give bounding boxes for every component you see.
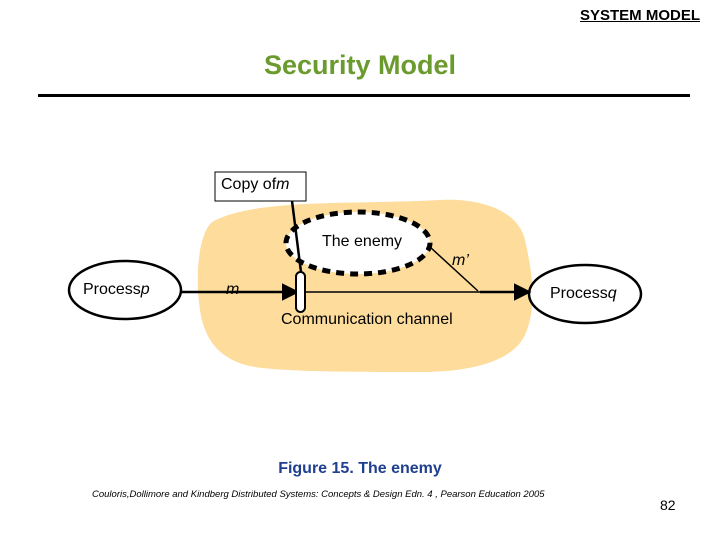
copy-of-var: m bbox=[276, 176, 290, 193]
channel-label: Communication channel bbox=[281, 311, 453, 328]
process-q-label: Processq bbox=[550, 285, 617, 303]
process-q-text: Process bbox=[550, 285, 608, 302]
title-divider bbox=[38, 94, 690, 97]
copy-tap-line bbox=[290, 200, 303, 273]
enemy-label: The enemy bbox=[322, 233, 403, 250]
copy-of-m-label: Copy ofm bbox=[221, 176, 289, 194]
process-p-ellipse bbox=[67, 259, 183, 321]
enemy-inject-line bbox=[429, 246, 479, 292]
citation: Couloris,Dollimore and Kindberg Distribu… bbox=[92, 489, 545, 500]
section-label: SYSTEM MODEL bbox=[579, 7, 700, 24]
figure-caption: Figure 15. The enemy bbox=[278, 460, 442, 477]
process-q-var: q bbox=[607, 285, 617, 302]
process-p-text: Process bbox=[83, 281, 141, 298]
slide-title: Security Model bbox=[263, 50, 457, 80]
copy-of-text: Copy of bbox=[221, 176, 277, 193]
enemy-ellipse bbox=[283, 209, 433, 277]
message-m-prime-label: m’ bbox=[452, 252, 469, 269]
interception-point bbox=[295, 271, 306, 313]
communication-channel-region bbox=[197, 199, 533, 372]
process-p-label: Processp bbox=[83, 281, 150, 299]
page-number: 82 bbox=[660, 497, 676, 513]
message-m-label: m bbox=[226, 281, 240, 298]
process-p-var: p bbox=[140, 281, 150, 298]
copy-of-m-box bbox=[214, 171, 307, 202]
